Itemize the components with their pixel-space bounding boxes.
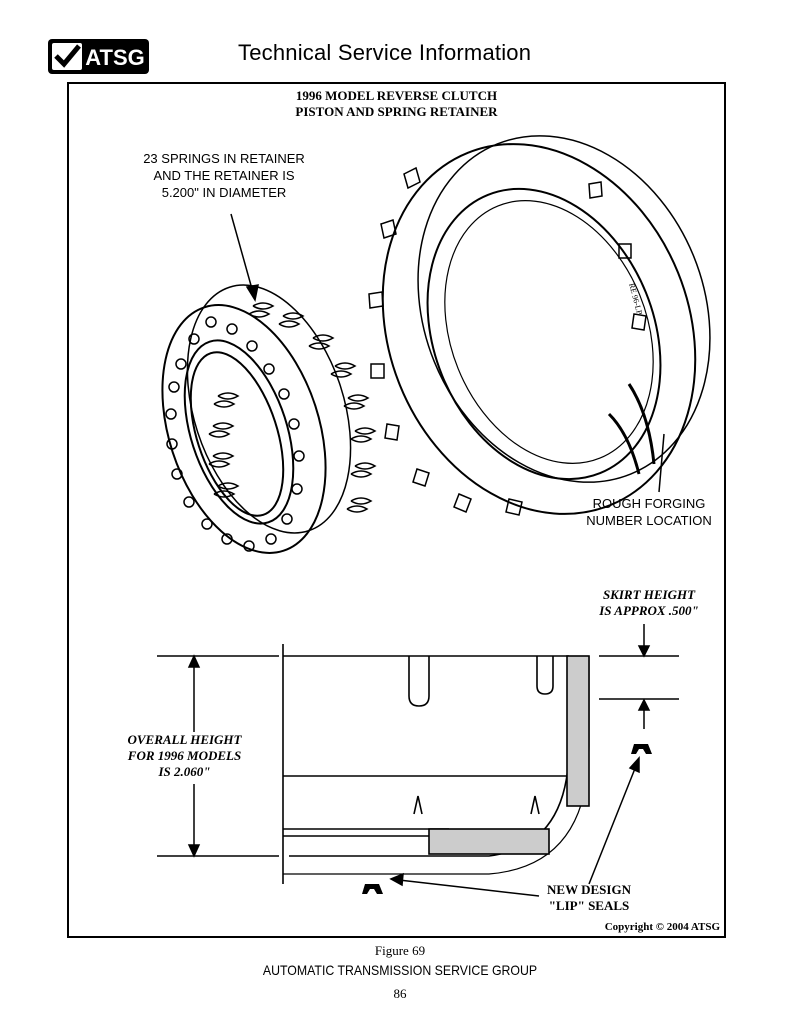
springs-label-line-2: AND THE RETAINER IS (153, 168, 295, 183)
overall-height-dimension (187, 654, 201, 858)
skirt-label-line-1: SKIRT HEIGHT (602, 587, 696, 602)
seals-label-line-1: NEW DESIGN (547, 882, 631, 897)
figure-title-line-1: 1996 MODEL REVERSE CLUTCH (295, 88, 498, 103)
copyright-notice: Copyright © 2004 ATSG (604, 921, 720, 933)
forging-label-line-2: NUMBER LOCATION (586, 513, 712, 528)
page-number: 86 (393, 986, 407, 1001)
seals-label-line-2: "LIP" SEALS (548, 898, 630, 913)
seals-leader-arrows (389, 756, 640, 897)
lip-seals-label: NEW DESIGN "LIP" SEALS (524, 882, 654, 914)
piston-retainer-illustration: RE 96-LP (157, 135, 711, 897)
springs-label: 23 SPRINGS IN RETAINER AND THE RETAINER … (139, 150, 309, 201)
figure-caption: Figure 69 (374, 943, 426, 958)
skirt-height-label: SKIRT HEIGHT IS APPROX .500" (579, 587, 719, 619)
springs-label-line-1: 23 SPRINGS IN RETAINER (143, 151, 305, 166)
spring-retainer-drawing (161, 284, 377, 554)
skirt-height-arrows (637, 624, 651, 729)
figure-frame: 1996 MODEL REVERSE CLUTCH PISTON AND SPR… (67, 82, 726, 938)
springs-leader-arrow (230, 213, 259, 303)
reverse-clutch-piston-drawing: RE 96-LP (368, 135, 711, 516)
overall-label-line-3: IS 2.060" (158, 764, 211, 779)
figure-title: 1996 MODEL REVERSE CLUTCH PISTON AND SPR… (69, 88, 724, 120)
skirt-label-line-2: IS APPROX .500" (599, 603, 699, 618)
overall-label-line-2: FOR 1996 MODELS (127, 748, 242, 763)
page-header-title: Technical Service Information (238, 40, 532, 65)
footer-organization: AUTOMATIC TRANSMISSION SERVICE GROUP (262, 962, 538, 978)
springs-label-line-3: 5.200" IN DIAMETER (161, 185, 287, 200)
atsg-logo: ATSG (48, 39, 149, 74)
forging-label-line-1: ROUGH FORGING (592, 496, 706, 511)
lip-seal-icons (362, 744, 652, 894)
svg-text:ATSG: ATSG (85, 45, 144, 70)
figure-title-line-2: PISTON AND SPRING RETAINER (295, 104, 498, 119)
forging-label: ROUGH FORGING NUMBER LOCATION (574, 495, 724, 529)
overall-height-label: OVERALL HEIGHT FOR 1996 MODELS IS 2.060" (117, 732, 252, 780)
overall-label-line-1: OVERALL HEIGHT (127, 732, 242, 747)
forging-leader-arrow (658, 433, 665, 493)
piston-cross-section (157, 644, 679, 884)
